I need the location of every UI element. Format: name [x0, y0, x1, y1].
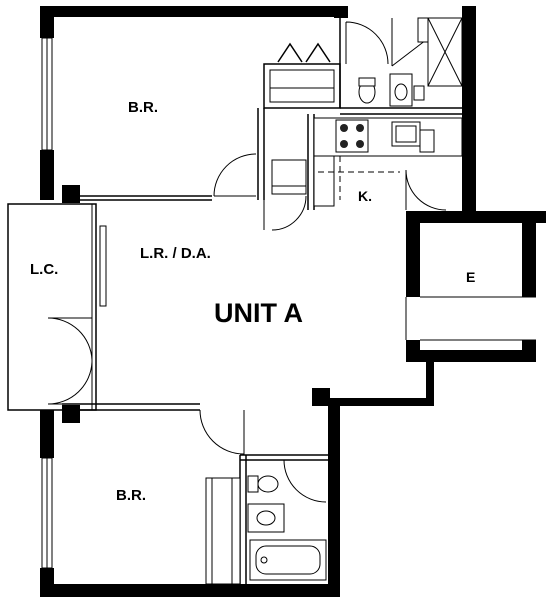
- door-swings: [199, 153, 536, 503]
- label-bedroom-top: B.R.: [128, 99, 158, 116]
- label-kitchen: K.: [358, 188, 372, 204]
- bathroom-top: [345, 17, 463, 107]
- label-bedroom-bottom: B.R.: [116, 487, 146, 504]
- room-labels: B.R. L.R. / D.A. L.C. K. E B.R. UNIT A: [30, 99, 475, 504]
- bathroom-bottom: [205, 475, 327, 585]
- label-linen-closet: L.C.: [30, 261, 58, 278]
- exterior-walls: [40, 6, 546, 597]
- label-entry: E: [466, 269, 475, 285]
- linen-closet: [7, 203, 107, 411]
- bedroom-closet-top: [263, 42, 341, 109]
- kitchen: [271, 117, 463, 211]
- label-living-dining: L.R. / D.A.: [140, 245, 211, 262]
- unit-title: UNIT A: [214, 298, 303, 328]
